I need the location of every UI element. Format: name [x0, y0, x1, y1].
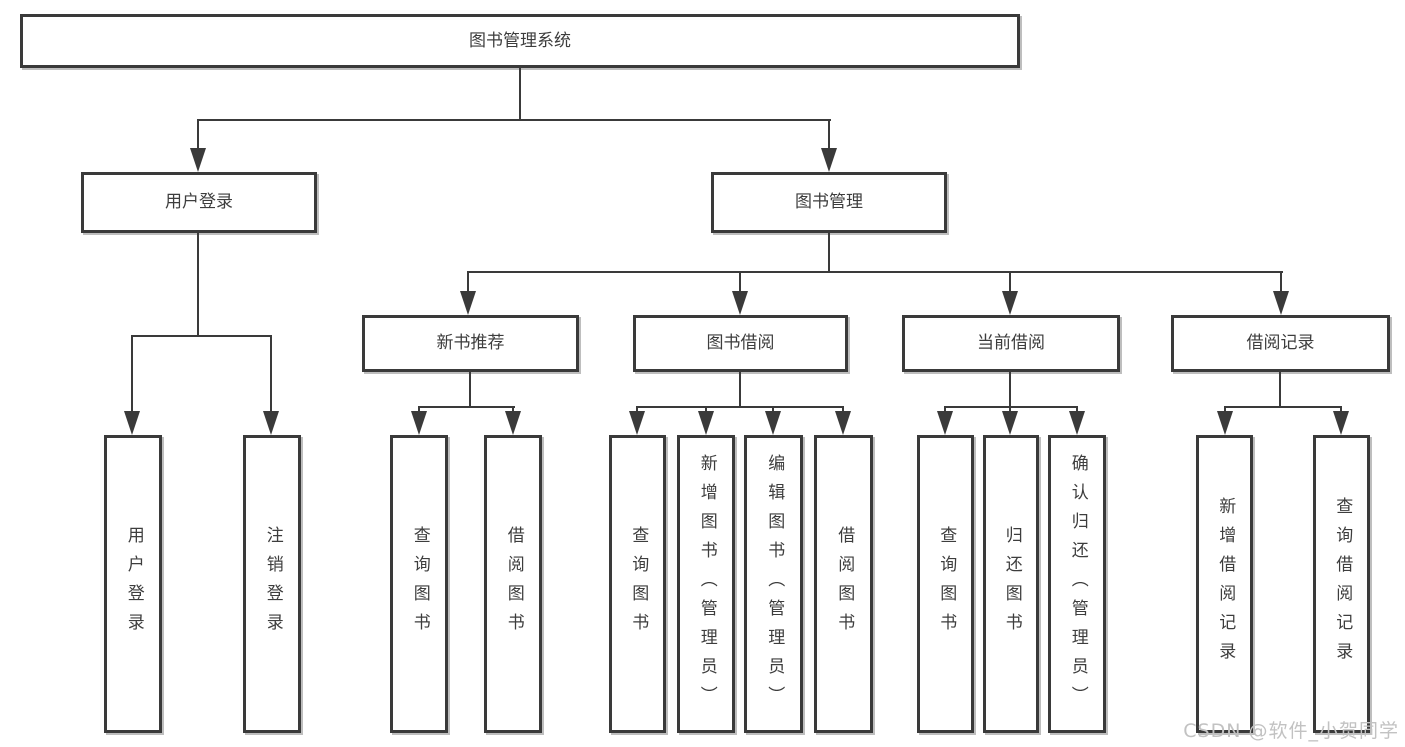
csdn-watermark: CSDN @软件_小贺同学 — [1183, 720, 1399, 742]
connector-root-branch — [198, 119, 831, 121]
connector-newbook-drop-2 — [512, 406, 514, 413]
node-label: 查询图书 — [409, 526, 430, 642]
arrowhead-down — [460, 291, 476, 315]
connector-userlogin-stem — [197, 233, 199, 337]
arrowhead-down — [821, 148, 837, 172]
connector-root-drop-right — [828, 119, 830, 150]
node-user-login: 用户登录 — [81, 172, 317, 233]
connector-current-drop-3 — [1076, 406, 1078, 413]
connector-borrowing-stem — [739, 372, 741, 408]
connector-records-drop-2 — [1340, 406, 1342, 413]
arrowhead-down — [732, 291, 748, 315]
node-leaf-query-books-borrowing: 查询图书 — [609, 435, 666, 733]
arrowhead-down — [1002, 411, 1018, 435]
node-label: 图书管理 — [795, 192, 863, 213]
node-label: 确认归还（管理员） — [1067, 453, 1088, 715]
node-label: 用户登录 — [165, 192, 233, 213]
connector-newbook-branch — [418, 406, 515, 408]
connector-current-drop-1 — [944, 406, 946, 413]
arrowhead-down — [1273, 291, 1289, 315]
node-leaf-logout: 注销登录 — [243, 435, 301, 733]
connector-records-drop-1 — [1224, 406, 1226, 413]
arrowhead-down — [835, 411, 851, 435]
node-label: 借阅图书 — [834, 526, 855, 642]
arrowhead-down — [1002, 291, 1018, 315]
node-leaf-add-borrow-record: 新增借阅记录 — [1196, 435, 1253, 733]
node-leaf-confirm-return-admin: 确认归还（管理员） — [1048, 435, 1106, 733]
arrowhead-down — [765, 411, 781, 435]
node-label: 查询借阅记录 — [1332, 497, 1353, 671]
arrowhead-down — [263, 411, 279, 435]
arrowhead-down — [505, 411, 521, 435]
node-label: 编辑图书（管理员） — [764, 453, 785, 715]
node-current-borrowing: 当前借阅 — [902, 315, 1120, 372]
node-label: 借阅记录 — [1246, 333, 1315, 354]
node-leaf-query-borrow-record: 查询借阅记录 — [1313, 435, 1370, 733]
node-book-management: 图书管理 — [711, 172, 947, 233]
connector-bookmgmt-drop-3 — [1009, 271, 1011, 293]
node-label: 新增借阅记录 — [1215, 497, 1236, 671]
node-leaf-add-books-admin: 新增图书（管理员） — [677, 435, 735, 733]
connector-bookmgmt-stem — [828, 233, 830, 273]
node-label: 查询图书 — [628, 526, 649, 642]
connector-root-drop-left — [197, 119, 199, 150]
node-library-management-system: 图书管理系统 — [20, 14, 1020, 68]
node-leaf-edit-books-admin: 编辑图书（管理员） — [744, 435, 803, 733]
node-label: 注销登录 — [262, 526, 283, 642]
connector-borrowing-drop-1 — [636, 406, 638, 413]
arrowhead-down — [1217, 411, 1233, 435]
arrowhead-down — [629, 411, 645, 435]
connector-bookmgmt-drop-2 — [739, 271, 741, 293]
connector-borrowing-drop-4 — [842, 406, 844, 413]
node-leaf-user-login: 用户登录 — [104, 435, 162, 733]
connector-bookmgmt-drop-1 — [467, 271, 469, 293]
node-leaf-borrow-books-recommend: 借阅图书 — [484, 435, 542, 733]
node-label: 新增图书（管理员） — [696, 453, 717, 715]
connector-newbook-drop-1 — [418, 406, 420, 413]
node-label: 新书推荐 — [436, 333, 505, 354]
connector-borrowing-branch — [636, 406, 844, 408]
arrowhead-down — [1069, 411, 1085, 435]
node-label: 用户登录 — [123, 526, 144, 642]
node-book-borrowing: 图书借阅 — [633, 315, 848, 372]
arrowhead-down — [698, 411, 714, 435]
connector-userlogin-drop-2 — [270, 335, 272, 413]
node-label: 查询图书 — [936, 526, 957, 642]
node-leaf-return-books: 归还图书 — [983, 435, 1039, 733]
connector-newbook-stem — [469, 372, 471, 408]
node-leaf-query-books-current: 查询图书 — [917, 435, 974, 733]
arrowhead-down — [1333, 411, 1349, 435]
node-leaf-borrow-books: 借阅图书 — [814, 435, 873, 733]
node-label: 图书借阅 — [706, 333, 775, 354]
node-new-book-recommendation: 新书推荐 — [362, 315, 579, 372]
node-label: 当前借阅 — [977, 333, 1045, 354]
arrowhead-down — [937, 411, 953, 435]
arrowhead-down — [190, 148, 206, 172]
arrowhead-down — [124, 411, 140, 435]
connector-current-branch — [944, 406, 1078, 408]
connector-borrowing-drop-2 — [705, 406, 707, 413]
arrowhead-down — [411, 411, 427, 435]
connector-userlogin-drop-1 — [131, 335, 133, 413]
connector-root-stem — [519, 68, 521, 120]
node-leaf-query-books-recommend: 查询图书 — [390, 435, 448, 733]
connector-records-stem — [1279, 372, 1281, 408]
node-label: 归还图书 — [1001, 526, 1022, 642]
connector-current-stem — [1009, 372, 1011, 408]
connector-records-branch — [1224, 406, 1342, 408]
connector-borrowing-drop-3 — [772, 406, 774, 413]
connector-bookmgmt-drop-4 — [1280, 271, 1282, 293]
node-label: 借阅图书 — [503, 526, 524, 642]
connector-current-drop-2 — [1009, 406, 1011, 413]
connector-bookmgmt-branch — [467, 271, 1283, 273]
node-label: 图书管理系统 — [469, 30, 571, 51]
node-borrowing-records: 借阅记录 — [1171, 315, 1390, 372]
connector-userlogin-branch — [131, 335, 272, 337]
